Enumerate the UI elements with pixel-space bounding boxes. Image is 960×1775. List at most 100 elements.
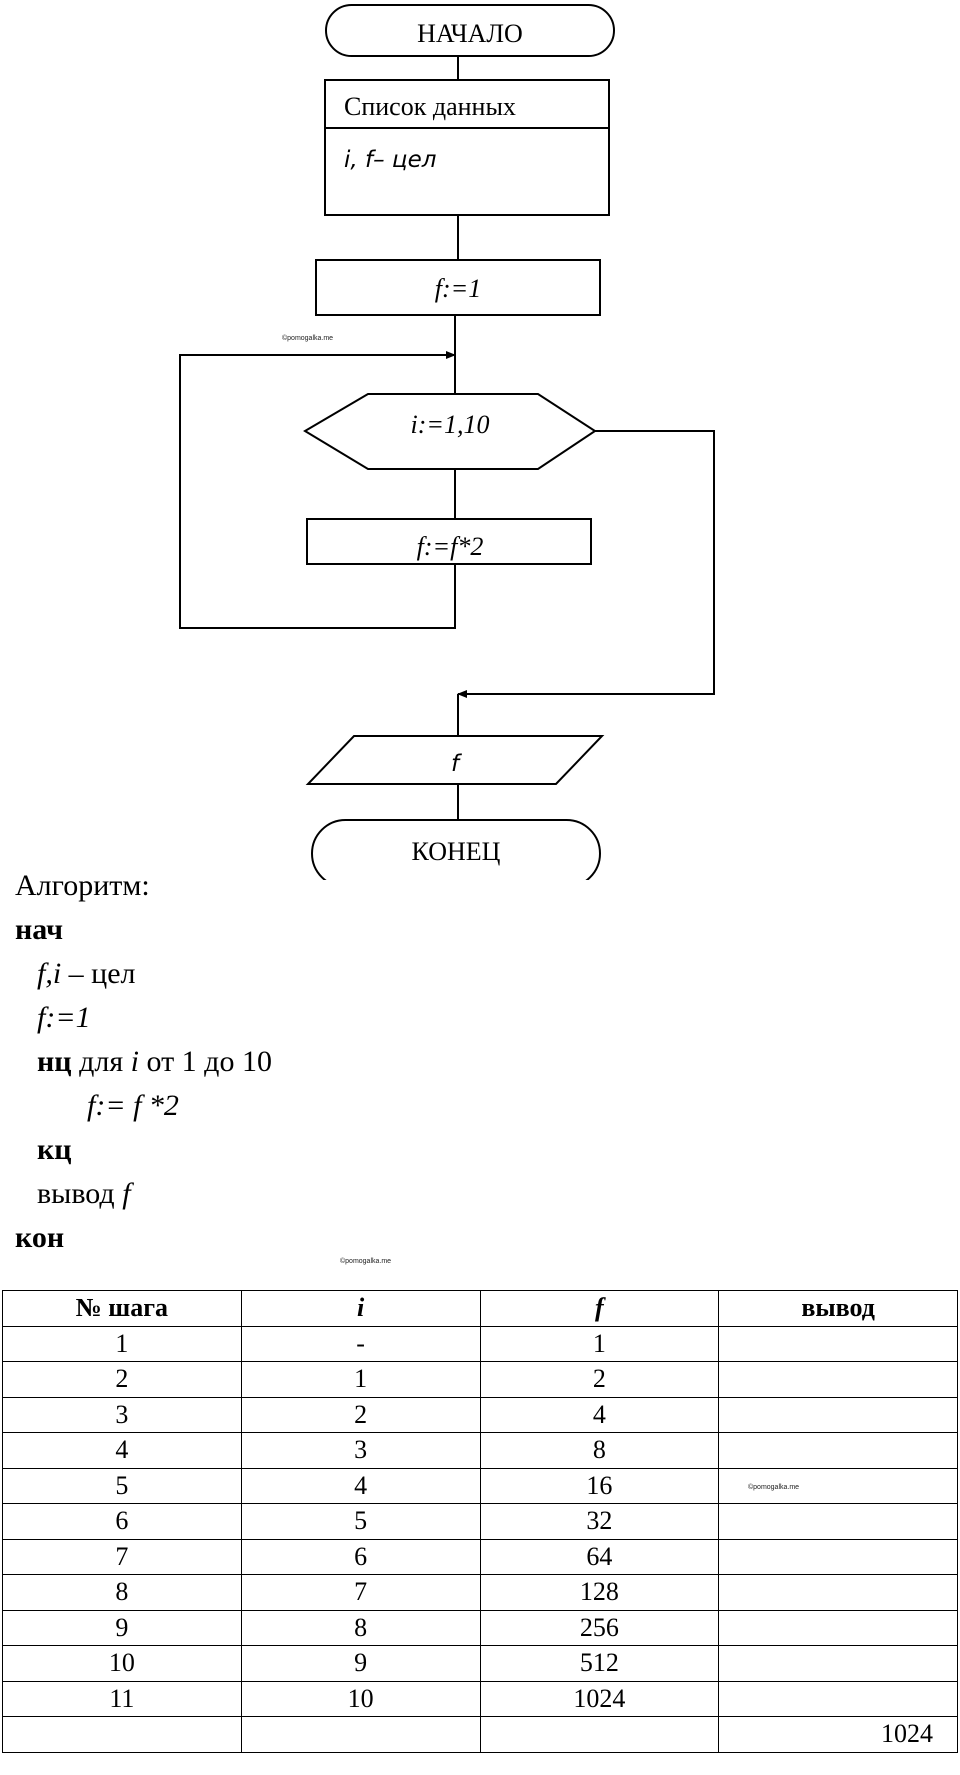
start-label: НАЧАЛО (417, 19, 523, 48)
cell-step (2, 1716, 242, 1753)
cell-i: 6 (240, 1538, 481, 1575)
cell-step: 1 (2, 1325, 242, 1362)
cell-f: 8 (479, 1432, 720, 1469)
loop-exit-arrow (457, 430, 715, 698)
data-list-vars: i, f– цел (344, 147, 437, 173)
cell-f: 1024 (479, 1680, 720, 1717)
cell-i: 7 (240, 1574, 481, 1611)
cell-i: - (240, 1325, 481, 1362)
cell-step: 8 (2, 1574, 242, 1611)
cell-step: 6 (2, 1503, 242, 1540)
end-label: КОНЕЦ (412, 837, 501, 866)
cell-i (240, 1716, 481, 1753)
cell-i: 2 (240, 1396, 481, 1433)
algorithm-declaration: f,i – цел (37, 956, 136, 992)
cell-f (479, 1716, 720, 1753)
algorithm-loop-body: f:= f *2 (87, 1089, 179, 1122)
cell-f: 128 (479, 1574, 720, 1611)
loop-back-arrow (179, 351, 456, 629)
cell-output (718, 1325, 958, 1362)
cell-output (718, 1396, 958, 1433)
header-i: i (240, 1290, 481, 1327)
cell-output (718, 1361, 958, 1398)
header-f: f (479, 1290, 720, 1327)
watermark: ©pomogalka.me (748, 1484, 800, 1491)
cell-f: 4 (479, 1396, 720, 1433)
loop-hexagon (303, 393, 597, 470)
data-list-header: Список данных (344, 92, 516, 121)
cell-step: 2 (2, 1361, 242, 1398)
cell-step: 4 (2, 1432, 242, 1469)
algorithm-loop-end: кц (37, 1133, 72, 1166)
loop-var: i (130, 1045, 139, 1078)
output-parallelogram (305, 735, 605, 785)
body-process-block (306, 518, 592, 565)
cell-output (718, 1432, 958, 1469)
cell-i: 8 (240, 1609, 481, 1646)
cell-output (718, 1680, 958, 1717)
cell-step: 7 (2, 1538, 242, 1575)
cell-f: 32 (479, 1503, 720, 1540)
cell-f: 2 (479, 1361, 720, 1398)
algorithm-output: вывод f (37, 1176, 131, 1212)
start-terminator (325, 4, 615, 57)
watermark: ©pomogalka.me (340, 1258, 392, 1265)
cell-i: 3 (240, 1432, 481, 1469)
output-keyword: вывод (37, 1177, 123, 1210)
cell-i: 5 (240, 1503, 481, 1540)
cell-f: 512 (479, 1645, 720, 1682)
cell-output (718, 1609, 958, 1646)
algorithm-title: Алгоритм: (15, 869, 150, 902)
cell-i: 4 (240, 1467, 481, 1504)
loop-for: для (71, 1045, 131, 1078)
data-list-block (324, 79, 610, 216)
cell-f: 256 (479, 1609, 720, 1646)
decl-vars: f,i (37, 957, 62, 990)
flowchart: НАЧАЛО Список данных i, f– цел f:=1 i:=1… (179, 4, 715, 880)
cell-output (718, 1503, 958, 1540)
cell-i: 9 (240, 1645, 481, 1682)
decl-type: – цел (61, 957, 136, 990)
cell-step: 9 (2, 1609, 242, 1646)
cell-output (718, 1467, 958, 1504)
cell-output: 1024 (718, 1716, 958, 1753)
header-step: № шага (2, 1290, 242, 1327)
table-row: 1-1 (2, 1325, 958, 1362)
cell-output (718, 1574, 958, 1611)
cell-i: 10 (240, 1680, 481, 1717)
cell-i: 1 (240, 1361, 481, 1398)
watermark: ©pomogalka.me (282, 334, 333, 342)
output-label: f (451, 751, 462, 777)
algorithm-end: кон (15, 1221, 65, 1254)
cell-f: 1 (479, 1325, 720, 1362)
cell-f: 64 (479, 1538, 720, 1575)
cell-step: 5 (2, 1467, 242, 1504)
init-label: f:=1 (435, 274, 481, 303)
cell-output (718, 1645, 958, 1682)
cell-step: 3 (2, 1396, 242, 1433)
loop-keyword: нц (37, 1045, 72, 1078)
output-var: f (122, 1177, 131, 1210)
table-row: 1024 (2, 1716, 958, 1753)
table-header-row: № шага i f вывод (2, 1290, 958, 1327)
cell-step: 11 (2, 1680, 242, 1717)
cell-f: 16 (479, 1467, 720, 1504)
algorithm-init: f:=1 (37, 1001, 91, 1034)
end-terminator (311, 819, 601, 880)
algorithm-begin: нач (15, 913, 64, 946)
body-label: f:=f*2 (417, 532, 484, 561)
algorithm-loop-start: нц для i от 1 до 10 (37, 1044, 272, 1080)
header-output: вывод (718, 1290, 958, 1327)
cell-output (718, 1538, 958, 1575)
